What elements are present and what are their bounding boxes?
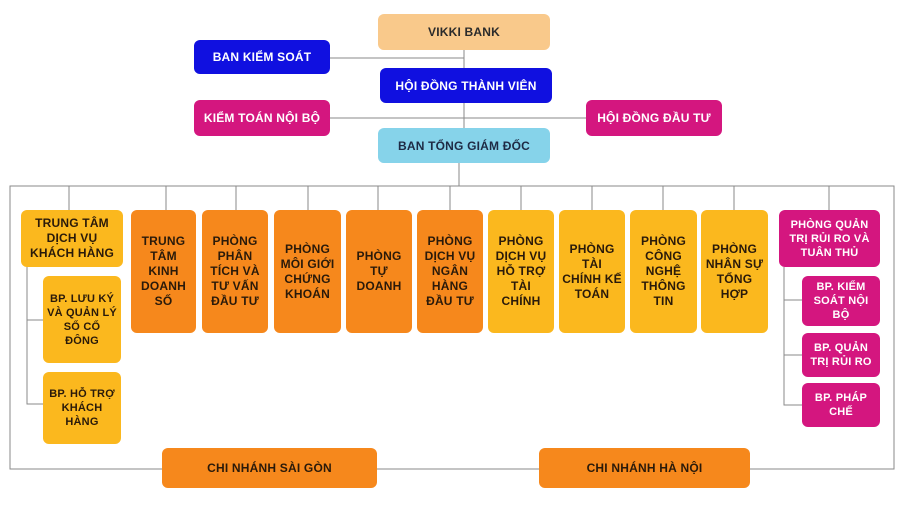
- risk-dept-box: PHÒNG QUẢN TRỊ RỦI RO VÀ TUÂN THỦ: [779, 210, 880, 267]
- board-of-directors-label: BAN TỔNG GIÁM ĐỐC: [397, 138, 531, 153]
- members-council-label: HỘI ĐỒNG THÀNH VIÊN: [395, 78, 537, 93]
- risk-sub-label-2: BP. QUẢN TRỊ RỦI RO: [810, 342, 872, 368]
- dept-box-8: PHÒNG CÔNG NGHỆ THÔNG TIN: [630, 210, 697, 333]
- dept-label-1: TRUNG TÂM KINH DOANH SỐ: [141, 234, 186, 308]
- investment-council-label: HỘI ĐỒNG ĐẦU TƯ: [597, 111, 711, 125]
- dept-label-2: PHÒNG PHÂN TÍCH VÀ TƯ VẤN ĐẦU TƯ: [210, 234, 260, 308]
- supervisory-board-label: BAN KIỂM SOÁT: [212, 50, 312, 64]
- risk-sub-box-2: BP. QUẢN TRỊ RỦI RO: [802, 333, 880, 377]
- risk-sub-label-3: BP. PHÁP CHẾ: [814, 392, 868, 418]
- dept-label-8: PHÒNG CÔNG NGHỆ THÔNG TIN: [640, 234, 686, 308]
- branch-hanoi-label: CHI NHÁNH HÀ NỘI: [586, 460, 703, 475]
- dept-box-5: PHÒNG DỊCH VỤ NGÂN HÀNG ĐẦU TƯ: [417, 210, 483, 333]
- risk-sub-box-1: BP. KIỂM SOÁT NỘI BỘ: [802, 276, 880, 326]
- risk-sub-label-1: BP. KIỂM SOÁT NỘI BỘ: [813, 281, 869, 321]
- branch-saigon-box: CHI NHÁNH SÀI GÒN: [162, 448, 377, 488]
- internal-audit-box: KIỂM TOÁN NỘI BỘ: [194, 100, 330, 136]
- members-council-box: HỘI ĐỒNG THÀNH VIÊN: [380, 68, 552, 103]
- dept-box-7: PHÒNG TÀI CHÍNH KẾ TOÁN: [559, 210, 625, 333]
- vikki-bank-box: VIKKI BANK: [378, 14, 550, 50]
- risk-sub-box-3: BP. PHÁP CHẾ: [802, 383, 880, 427]
- dept-box-3: PHÒNG MÔI GIỚI CHỨNG KHOÁN: [274, 210, 341, 333]
- internal-audit-label: KIỂM TOÁN NỘI BỘ: [203, 111, 321, 125]
- dept-box-4: PHÒNG TỰ DOANH: [346, 210, 412, 333]
- branch-hanoi-box: CHI NHÁNH HÀ NỘI: [539, 448, 750, 488]
- supervisory-board-box: BAN KIỂM SOÁT: [194, 40, 330, 74]
- customer-center-label: TRUNG TÂM DỊCH VỤ KHÁCH HÀNG: [30, 216, 114, 260]
- customer-center-box: TRUNG TÂM DỊCH VỤ KHÁCH HÀNG: [21, 210, 123, 267]
- customer-sub-box-2: BP. HỖ TRỢ KHÁCH HÀNG: [43, 372, 121, 444]
- dept-label-7: PHÒNG TÀI CHÍNH KẾ TOÁN: [562, 241, 622, 301]
- dept-label-9: PHÒNG NHÂN SỰ TỔNG HỢP: [705, 241, 764, 301]
- dept-box-1: TRUNG TÂM KINH DOANH SỐ: [131, 210, 196, 333]
- customer-sub-box-1: BP. LƯU KÝ VÀ QUẢN LÝ SỔ CỔ ĐÔNG: [43, 276, 121, 363]
- investment-council-box: HỘI ĐỒNG ĐẦU TƯ: [586, 100, 722, 136]
- dept-label-3: PHÒNG MÔI GIỚI CHỨNG KHOÁN: [280, 241, 335, 301]
- dept-box-9: PHÒNG NHÂN SỰ TỔNG HỢP: [701, 210, 768, 333]
- connector-outer-frame: [9, 185, 895, 470]
- dept-label-4: PHÒNG TỰ DOANH: [356, 249, 402, 293]
- dept-box-2: PHÒNG PHÂN TÍCH VÀ TƯ VẤN ĐẦU TƯ: [202, 210, 268, 333]
- vikki-bank-label: VIKKI BANK: [427, 25, 500, 39]
- risk-dept-label: PHÒNG QUẢN TRỊ RỦI RO VÀ TUÂN THỦ: [789, 218, 870, 259]
- board-of-directors-box: BAN TỔNG GIÁM ĐỐC: [378, 128, 550, 163]
- dept-box-6: PHÒNG DỊCH VỤ HỖ TRỢ TÀI CHÍNH: [488, 210, 554, 333]
- customer-sub-label-1: BP. LƯU KÝ VÀ QUẢN LÝ SỔ CỔ ĐÔNG: [47, 292, 117, 347]
- branch-saigon-label: CHI NHÁNH SÀI GÒN: [207, 460, 332, 475]
- dept-label-5: PHÒNG DỊCH VỤ NGÂN HÀNG ĐẦU TƯ: [424, 234, 476, 308]
- customer-sub-label-2: BP. HỖ TRỢ KHÁCH HÀNG: [49, 388, 115, 428]
- dept-label-6: PHÒNG DỊCH VỤ HỖ TRỢ TÀI CHÍNH: [495, 234, 547, 308]
